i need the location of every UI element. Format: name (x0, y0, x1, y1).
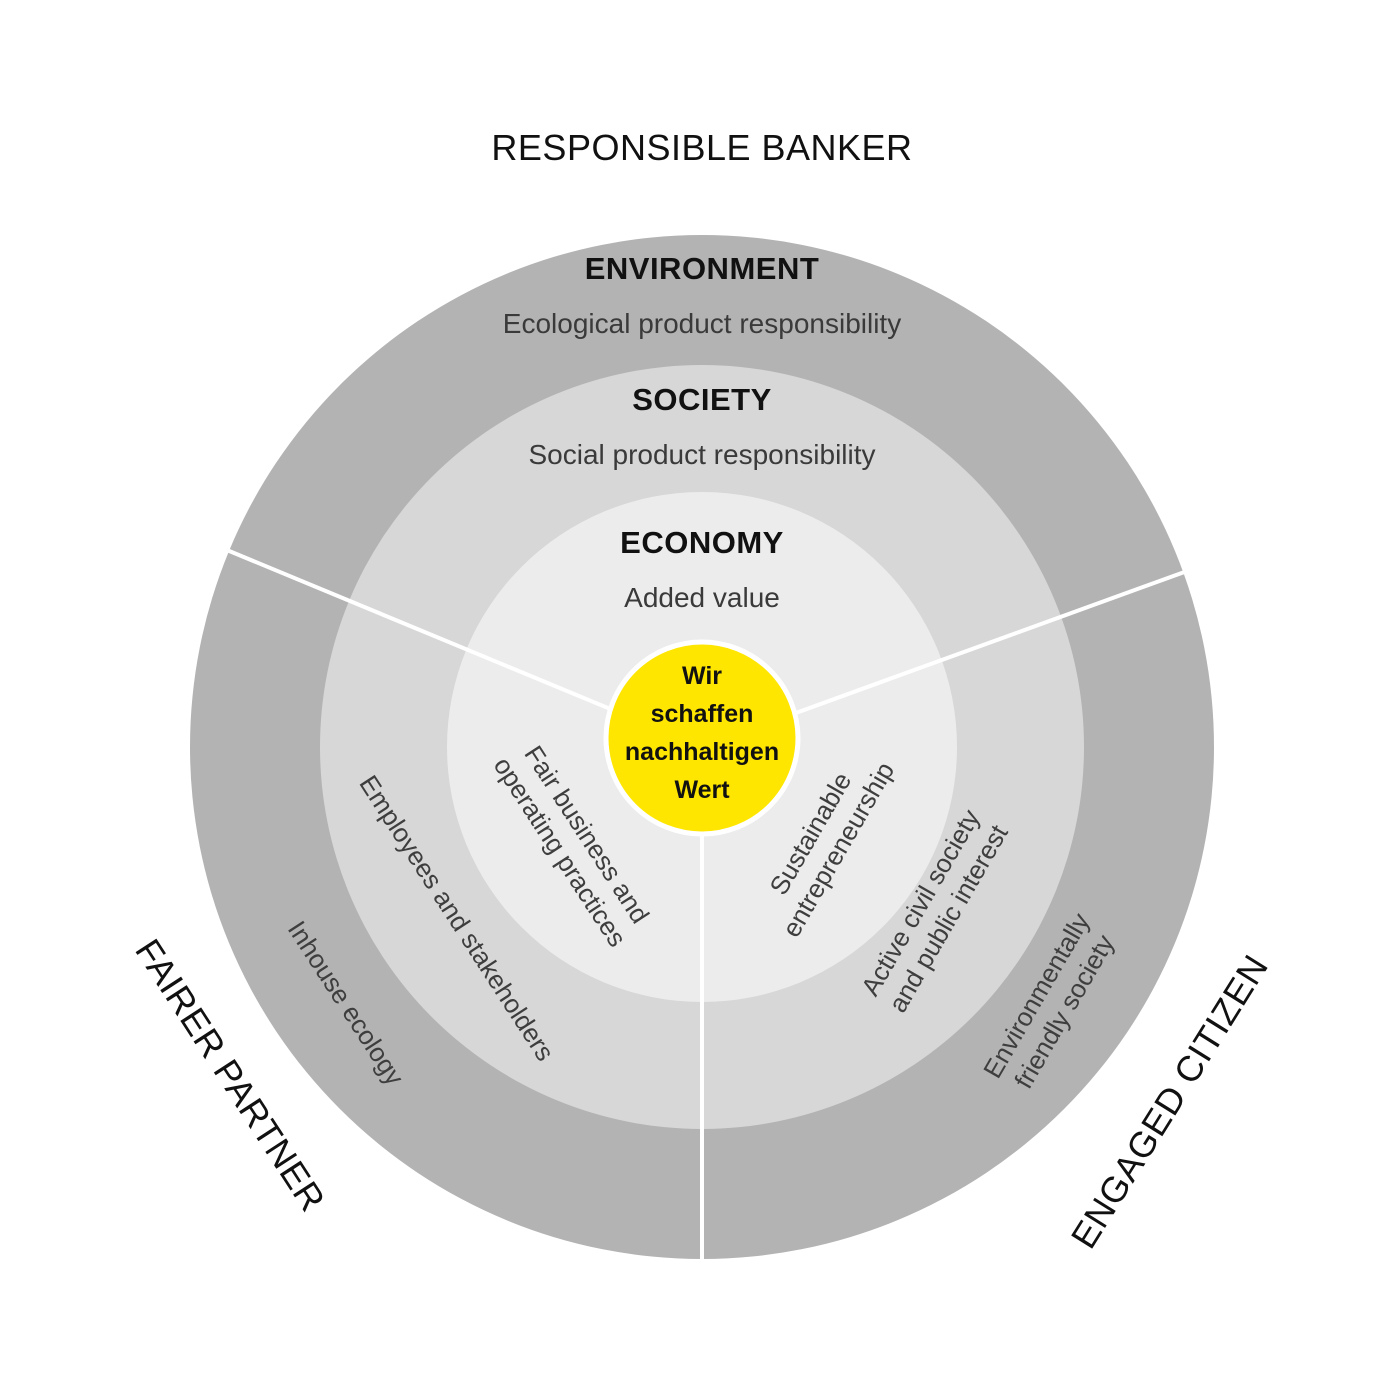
role-label-top: RESPONSIBLE BANKER (491, 127, 912, 168)
core-circle (603, 639, 801, 837)
ring-title-society: SOCIETY (632, 382, 772, 417)
core-line-1: Wir (682, 662, 722, 690)
ring-subtitle-economy: Added value (624, 582, 780, 613)
core-line-4: Wert (674, 776, 730, 804)
ring-subtitle-environment: Ecological product responsibility (503, 308, 901, 339)
ring-title-environment: ENVIRONMENT (585, 251, 820, 286)
core-line-2: schaffen (651, 700, 754, 728)
ring-title-economy: ECONOMY (620, 525, 784, 560)
ring-subtitle-society: Social product responsibility (528, 439, 875, 470)
core-line-3: nachhaltigen (625, 738, 779, 766)
